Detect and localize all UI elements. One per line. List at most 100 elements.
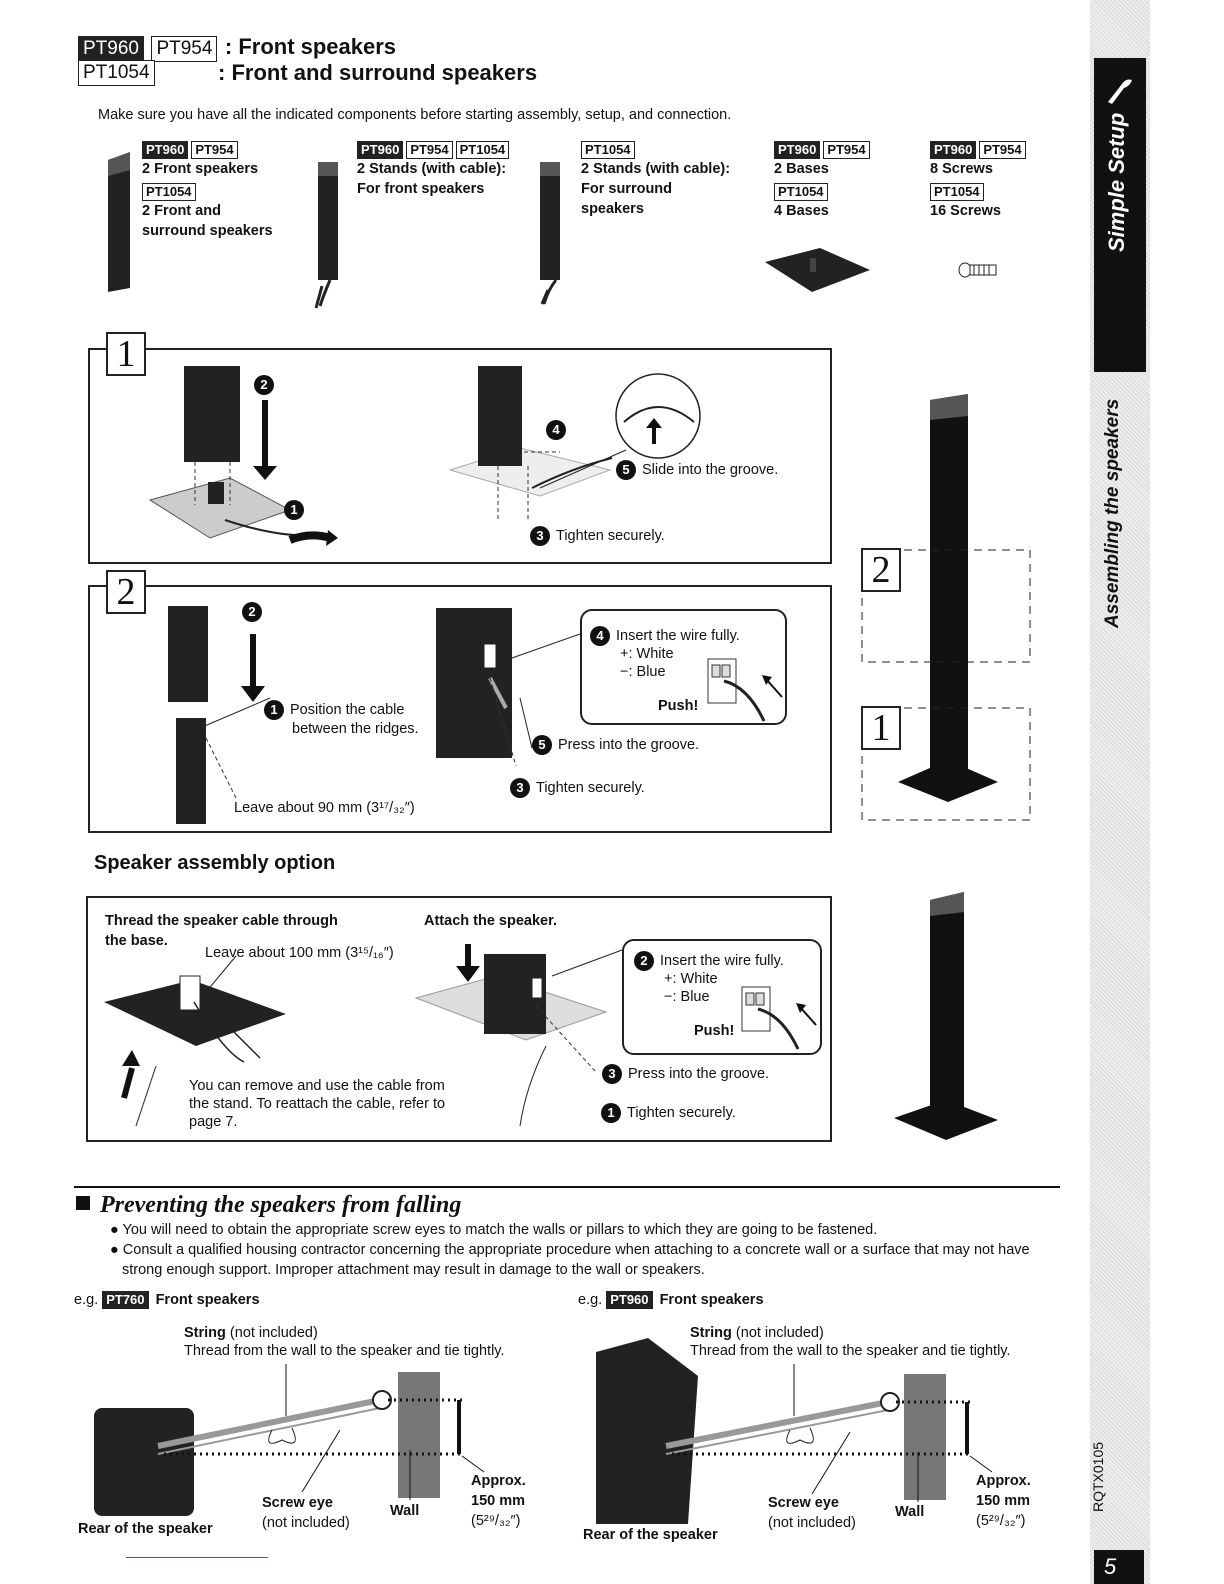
wire-blue: −: Blue	[620, 664, 666, 680]
step-2-mark-2: 2	[242, 602, 268, 622]
model-badge: PT954	[151, 36, 218, 62]
option-illustration	[104, 944, 623, 1127]
component-label: For front speakers	[357, 181, 485, 197]
example-right-inch: (5²⁹/₃₂″)	[976, 1513, 1026, 1529]
step-1-mark-2: 2	[254, 375, 280, 395]
component-label: 2 Stands (with cable):	[357, 161, 507, 177]
stand-front-image	[314, 162, 338, 309]
step-mark: 1	[264, 700, 284, 720]
prevent-heading: Preventing the speakers from falling	[76, 1192, 461, 1219]
option-thread-caption: Thread the speaker cable through the bas…	[105, 913, 338, 949]
push-label: Push!	[694, 1023, 735, 1039]
step-mark: 5	[532, 735, 552, 755]
push-label: Push!	[658, 698, 699, 714]
simple-setup-label: Simple Setup	[1104, 112, 1129, 252]
step-mark: 3	[602, 1064, 622, 1084]
components-illustrations	[108, 152, 997, 309]
example-left-thread: Thread from the wall to the speaker and …	[184, 1343, 505, 1359]
step-1-number: 1	[106, 332, 146, 376]
component-label: For surround	[581, 181, 673, 197]
option-assembled-stand	[894, 892, 998, 1140]
prevent-bullet-2-cont: strong enough support. Improper attachme…	[122, 1262, 705, 1278]
step-1-mark-4: 4	[546, 420, 572, 440]
model-badge: PT1054	[930, 183, 984, 201]
model-badge: PT1054	[455, 141, 510, 159]
step-1-box	[88, 348, 832, 564]
example-right-title: e.g. PT960 Front speakers	[578, 1291, 764, 1309]
example-left-illustration	[94, 1364, 485, 1516]
example-right-approx: Approx.	[976, 1473, 1031, 1489]
example-left-wall: Wall	[390, 1503, 420, 1519]
example-left-mm: 150 mm	[471, 1493, 526, 1509]
square-bullet-icon	[76, 1196, 90, 1210]
header-line-2: PT1054	[78, 60, 158, 86]
option-heading: Speaker assembly option	[94, 852, 336, 874]
example-left-title: e.g. PT760 Front speakers	[74, 1291, 260, 1309]
doc-code: RQTX0105	[1090, 1441, 1106, 1512]
step-mark: 2	[634, 951, 654, 971]
step-2-number: 2	[106, 570, 146, 614]
model-badge: PT960	[930, 141, 977, 159]
model-badge: PT960	[142, 141, 189, 159]
model-badge: PT1054	[78, 60, 155, 86]
side-step-2: 2	[861, 548, 901, 592]
model-badge: PT954	[823, 141, 870, 159]
side-step-1: 1	[861, 706, 901, 750]
wire-white: +: White	[664, 971, 718, 987]
header-line-1: PT960 PT954 : Front speakers	[78, 34, 396, 62]
step-mark: 3	[530, 526, 550, 546]
example-right-rear: Rear of the speaker	[583, 1527, 718, 1543]
component-label: 16 Screws	[930, 203, 1001, 219]
stand-surround-image	[540, 162, 560, 305]
intro-text: Make sure you have all the indicated com…	[98, 107, 732, 123]
model-badge: PT960	[774, 141, 821, 159]
prevent-rule	[74, 1186, 1060, 1188]
example-left-screw-eye: Screw eye	[262, 1495, 333, 1511]
option-box	[86, 896, 832, 1142]
model-badge: PT954	[979, 141, 1026, 159]
base-image	[765, 248, 870, 292]
component-surround-stands: PT1054 2 Stands (with cable): For surrou…	[581, 141, 730, 219]
example-right-illustration	[596, 1338, 993, 1524]
component-label: 2 Stands (with cable):	[581, 161, 731, 177]
terminal-illustration	[741, 986, 817, 1050]
model-badge: PT760	[102, 1291, 149, 1309]
example-left-approx: Approx.	[471, 1473, 526, 1489]
component-label: 2 Bases	[774, 161, 829, 177]
page-number-box	[1094, 1550, 1144, 1584]
assembling-label: Assembling the speakers	[1102, 398, 1123, 628]
option-remove-note: You can remove and use the cable from th…	[189, 1078, 446, 1130]
step-mark: 4	[590, 626, 610, 646]
simple-setup-tab	[1094, 58, 1146, 372]
assembled-stand-illustration	[861, 394, 1031, 821]
step-mark: 1	[601, 1103, 621, 1123]
screw-image	[958, 262, 997, 278]
example-right-screw-eye: Screw eye	[768, 1495, 839, 1511]
example-right-thread: Thread from the wall to the speaker and …	[690, 1343, 1011, 1359]
example-left-string: String (not included)	[184, 1325, 318, 1341]
front-speaker-image	[108, 152, 130, 292]
component-label: surround speakers	[142, 223, 273, 239]
component-label: 4 Bases	[774, 203, 829, 219]
step-mark: 5	[616, 460, 636, 480]
step-1-illustration	[148, 366, 701, 546]
page-number: 5	[1104, 1554, 1117, 1579]
prevent-bullet-1: ● You will need to obtain the appropriat…	[110, 1222, 878, 1238]
model-badge: PT1054	[581, 141, 635, 159]
step-1-mark-1: 1	[284, 500, 310, 520]
model-badge: PT954	[406, 141, 453, 159]
step-2-leave-caption: Leave about 90 mm (3¹⁷/₃₂″)	[234, 800, 415, 816]
model-badge: PT960	[78, 36, 144, 62]
component-label: 2 Front speakers	[142, 161, 259, 177]
prevent-bullet-2: ● Consult a qualified housing contractor…	[110, 1242, 1030, 1258]
